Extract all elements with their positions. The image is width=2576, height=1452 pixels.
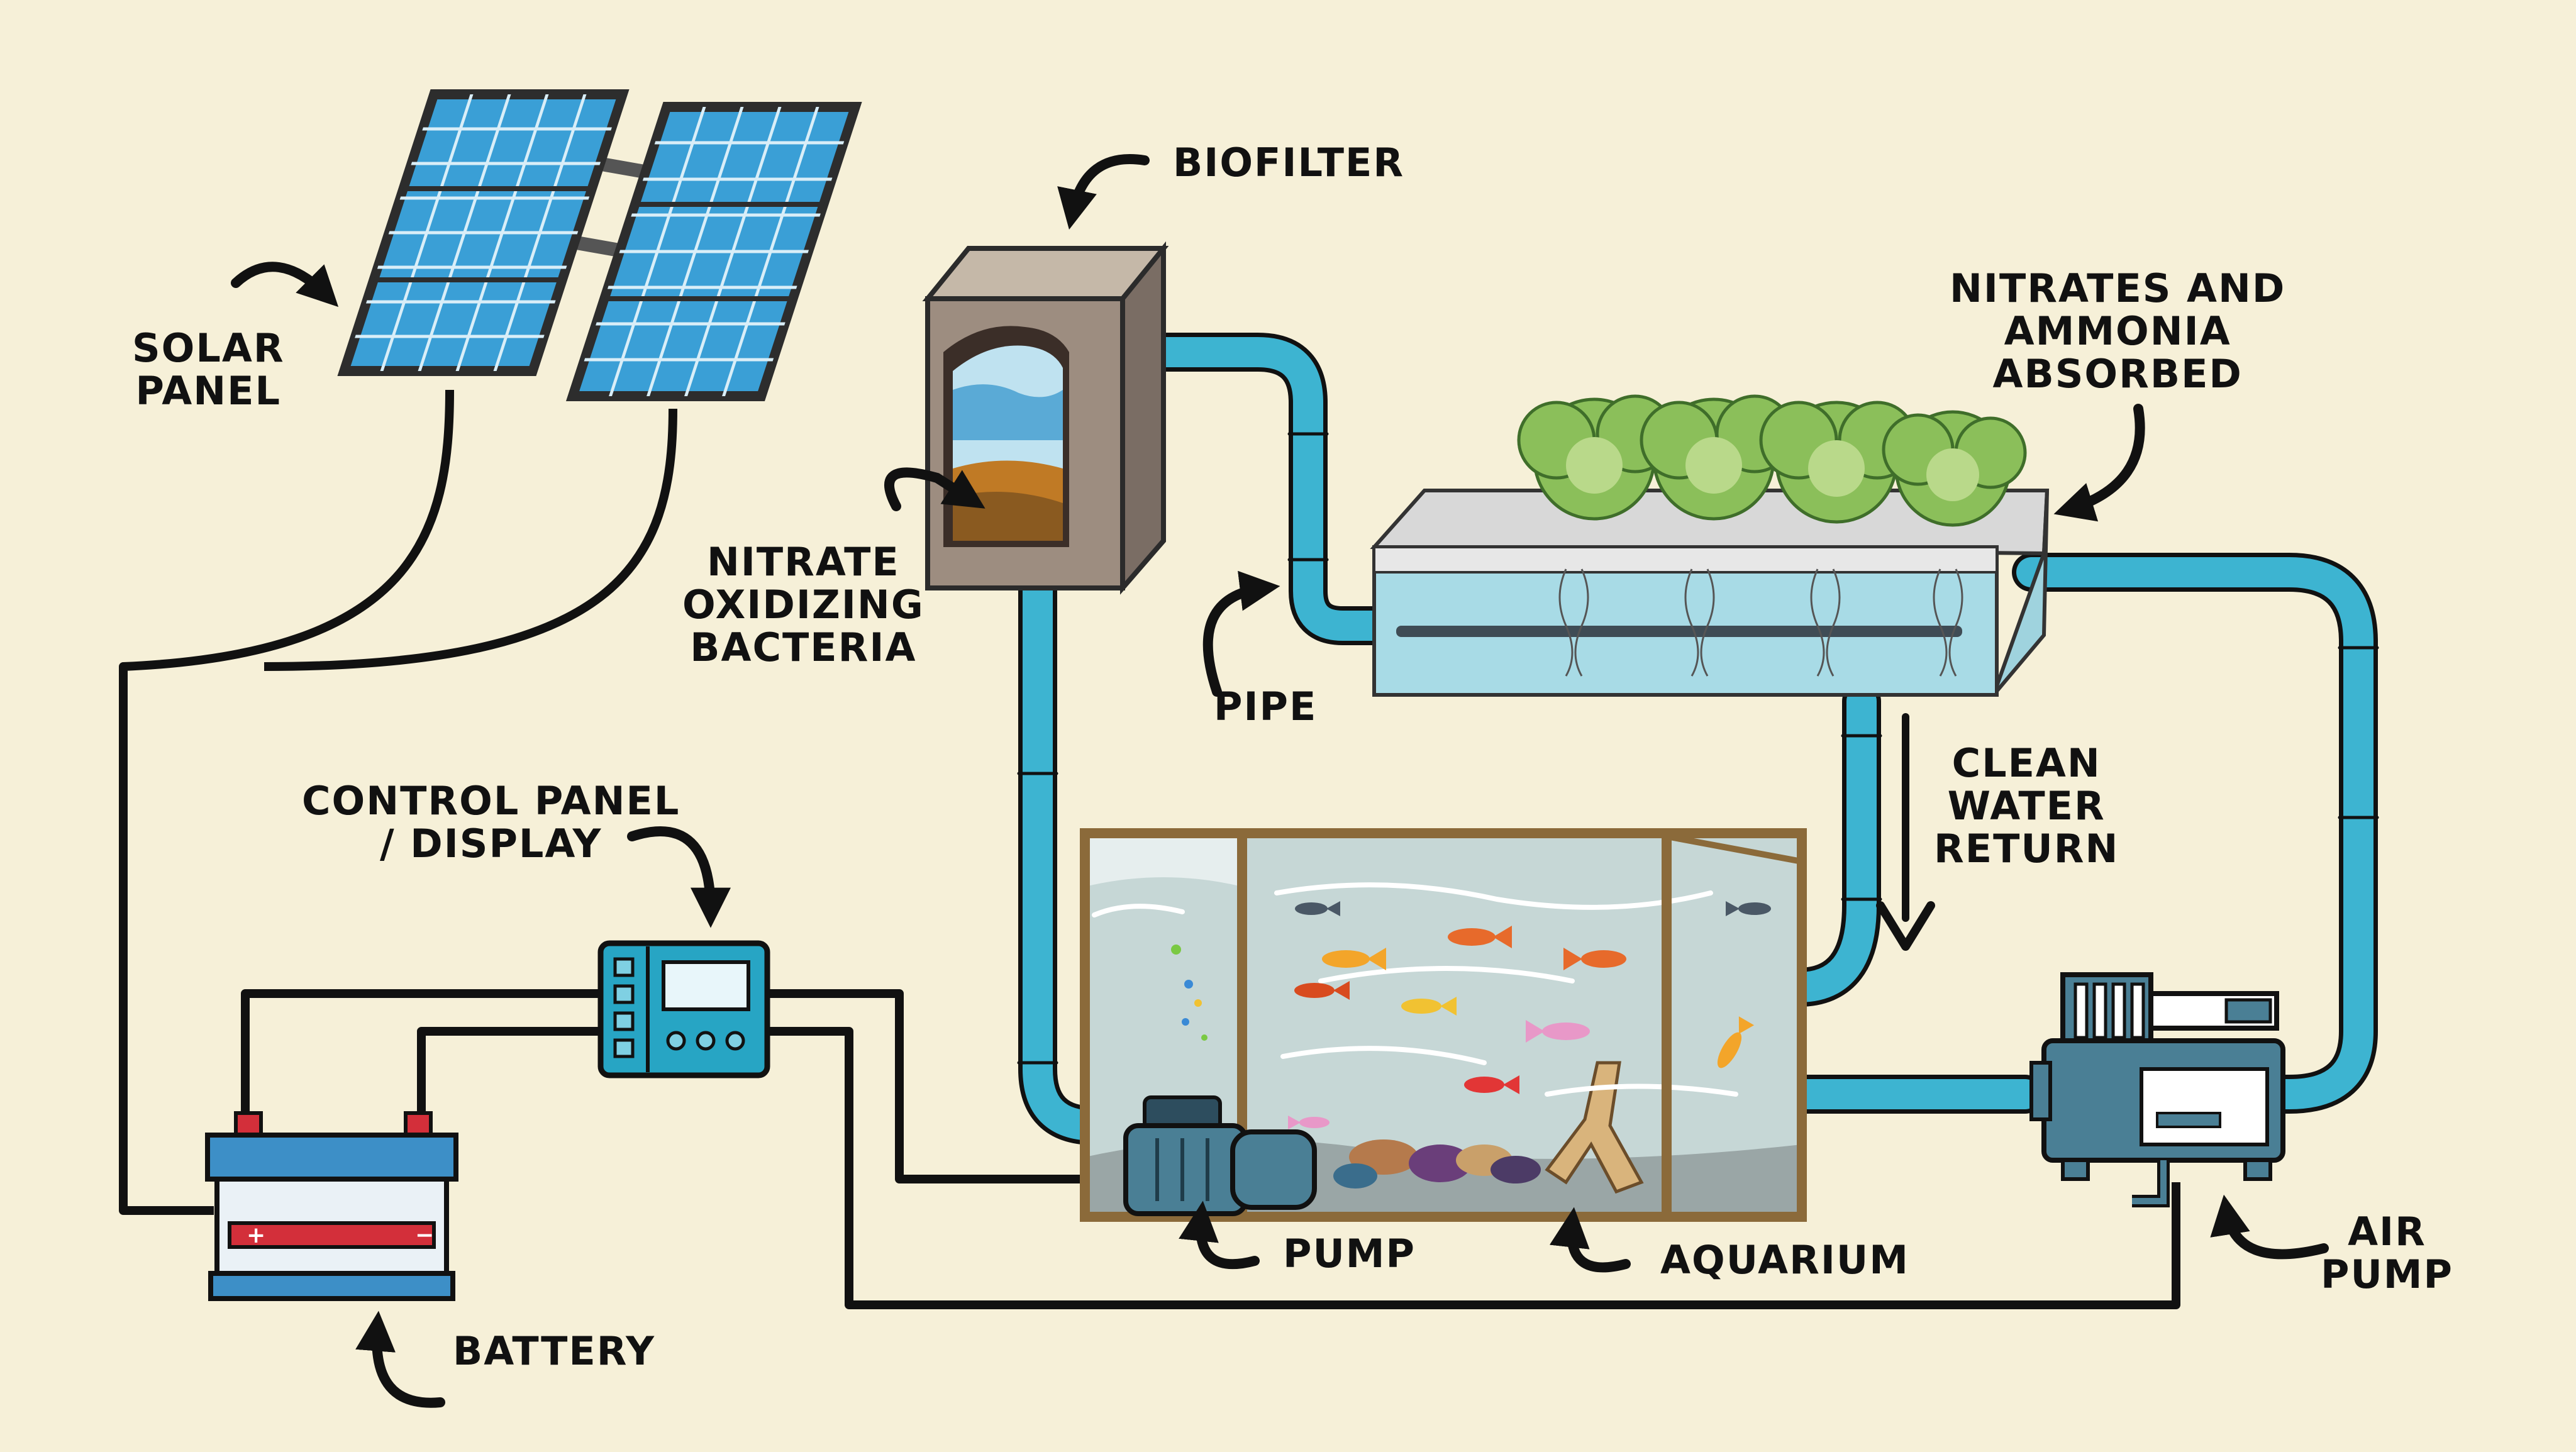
- control-to-pump-wire: [767, 989, 1126, 1183]
- solar-panel-label: SOLAR PANEL: [132, 325, 285, 414]
- label-line: NITRATES AND: [1950, 265, 2286, 311]
- label-line: OXIDIZING: [682, 582, 924, 628]
- label-line: AIR: [2348, 1209, 2426, 1255]
- arrow-icon: [2053, 404, 2145, 522]
- bubbles: [1171, 945, 1208, 1041]
- svg-text:+: +: [247, 1222, 265, 1248]
- fish-icon: [1294, 981, 1350, 1000]
- fish-icon: [1526, 1020, 1590, 1043]
- battery-to-control-wire-2: [417, 1027, 604, 1116]
- biofilter-label: BIOFILTER: [1173, 140, 1405, 186]
- label-line: ABSORBED: [1992, 351, 2243, 397]
- arrow-icon: [2210, 1194, 2329, 1260]
- label-line: SOLAR: [132, 325, 285, 371]
- air-pump-label: AIR PUMP: [2321, 1209, 2453, 1298]
- battery-label: BATTERY: [453, 1328, 656, 1374]
- label-line: / DISPLAY: [380, 821, 602, 867]
- fish-icon: [1563, 948, 1626, 970]
- label-line: BACTERIA: [690, 624, 917, 671]
- battery-icon: + −: [205, 1111, 458, 1301]
- annotation-arrows: [231, 154, 2329, 1408]
- label-line: RETURN: [1934, 826, 2119, 872]
- fish-icon: [1726, 901, 1771, 916]
- svg-text:−: −: [415, 1222, 434, 1248]
- fish-icon: [1464, 1075, 1519, 1094]
- biofilter-icon: [922, 241, 1169, 595]
- fish-group: [1288, 901, 1771, 1129]
- solar-panel-icon: [337, 89, 862, 401]
- nitrates-absorbed-label: NITRATES AND AMMONIA ABSORBED: [1950, 267, 2285, 396]
- label-line: PANEL: [135, 368, 282, 414]
- label-line: PUMP: [2321, 1251, 2453, 1298]
- pipe-label: PIPE: [1214, 684, 1318, 729]
- fish-icon: [1295, 901, 1340, 916]
- label-line: CLEAN: [1951, 740, 2101, 786]
- solar-wire-left: [119, 389, 454, 1215]
- nitrate-bacteria-label: NITRATE OXIDIZING BACTERIA: [682, 539, 924, 671]
- arrow-icon: [1549, 1207, 1631, 1273]
- control-to-airpump-wire: [767, 1027, 2180, 1309]
- arrow-icon: [884, 467, 985, 511]
- battery-to-control-wire-1: [241, 989, 604, 1116]
- control-panel-label: CONTROL PANEL / DISPLAY: [302, 778, 680, 867]
- grow-bed-icon: [1370, 394, 2050, 697]
- label-line: CONTROL PANEL: [302, 778, 680, 824]
- fish-icon: [1448, 926, 1512, 948]
- biofilter-to-growbed-pipe: [1114, 337, 1399, 641]
- label-line: AMMONIA: [2004, 308, 2231, 355]
- air-pump-icon: [2029, 972, 2285, 1207]
- fish-icon: [1401, 997, 1457, 1016]
- control-panel-icon: [597, 940, 770, 1078]
- water-pump-icon: [1123, 1095, 1317, 1216]
- clean-water-return-label: CLEAN WATER RETURN: [1934, 740, 2119, 872]
- arrow-icon: [627, 826, 731, 928]
- lettuce-plants: [1517, 394, 2027, 527]
- electrical-wires: [119, 389, 2180, 1309]
- fish-icon: [1288, 1116, 1330, 1129]
- clean-water-return-pipe: [1777, 686, 1877, 1002]
- label-line: NITRATE: [706, 539, 900, 585]
- arrow-icon: [1179, 1200, 1260, 1270]
- solar-wire-right: [264, 408, 677, 671]
- gravel: [1333, 1139, 1541, 1189]
- airpump-to-growbed-pipe: [2016, 557, 2373, 1109]
- pump-label: PUMP: [1283, 1231, 1416, 1277]
- aquarium-label: AQUARIUM: [1660, 1237, 1909, 1283]
- label-line: WATER: [1947, 783, 2106, 829]
- clean-water-arrow: [1876, 713, 1935, 951]
- arrow-icon: [231, 262, 339, 308]
- fish-icon: [1322, 948, 1386, 970]
- arrow-icon: [355, 1311, 445, 1408]
- fish-icon: [1717, 1016, 1755, 1068]
- arrow-icon: [1202, 570, 1280, 697]
- arrow-icon: [1057, 154, 1150, 230]
